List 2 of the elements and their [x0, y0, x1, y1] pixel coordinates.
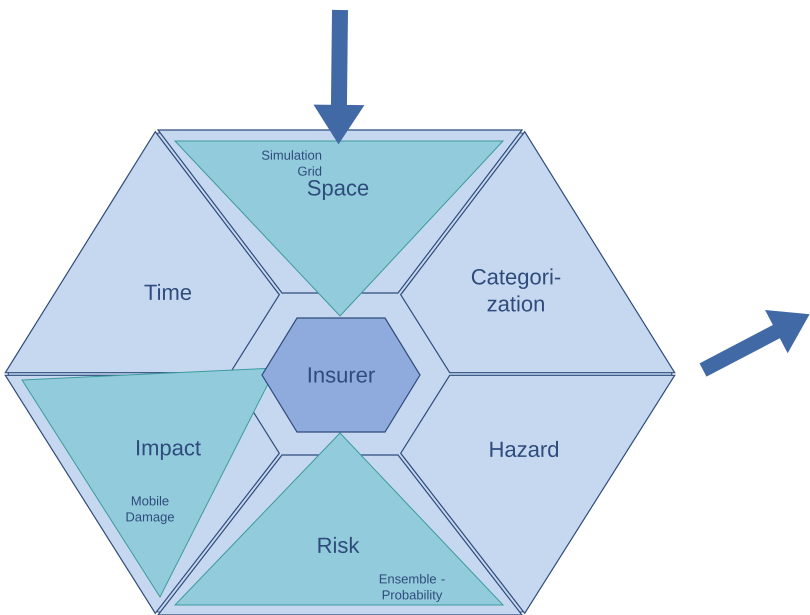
insurer-hexagon: Insurer: [261, 317, 421, 433]
node-label: Risk: [318, 536, 360, 554]
